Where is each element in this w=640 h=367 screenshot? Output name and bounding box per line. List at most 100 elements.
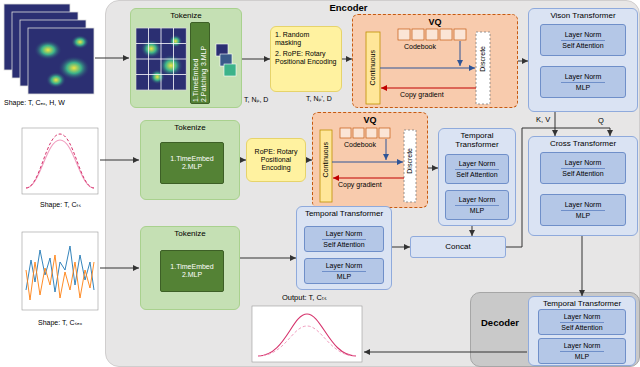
box-text: 2. RoPE: Rotary Positional Encoding <box>275 50 337 66</box>
box-title: Temporal Transformer <box>529 297 635 308</box>
layer-box: Layer NormSelf Attention <box>540 24 626 56</box>
plot-curve <box>258 326 356 356</box>
connector <box>428 168 438 169</box>
annotation: Copy gradient <box>400 91 444 99</box>
bar-label: Discrete <box>479 46 487 72</box>
gradient-arrow <box>333 178 404 179</box>
connector <box>240 258 296 259</box>
solar-plot <box>22 128 98 194</box>
tokenize-steps: 1.TimeEmbed2.MLP <box>160 142 224 184</box>
input-arrow <box>100 268 139 269</box>
output-arrow <box>364 352 527 353</box>
quantize-arrow <box>332 162 403 163</box>
box-text: Self Attention <box>562 41 603 50</box>
box-text: Layer Norm <box>322 262 367 272</box>
box-text: 2.MLP <box>182 271 202 279</box>
connector <box>555 112 556 136</box>
connector <box>240 160 246 161</box>
box-text: Layer Norm <box>561 159 606 169</box>
discrete-bar <box>476 32 490 104</box>
box-text: 1.TimeEmbed <box>192 59 200 102</box>
layer-box: Layer NormSelf Attention <box>540 152 626 184</box>
box-title: Tokenize <box>141 227 239 238</box>
masking-rope-box: 1. Random masking 2. RoPE: Rotary Positio… <box>270 26 342 92</box>
codebook-cell <box>353 128 364 138</box>
box-text: 1.TimeEmbed <box>170 263 213 271</box>
box-text: Layer Norm <box>560 342 605 352</box>
connector <box>242 59 270 60</box>
box-text: Self Attention <box>456 170 497 179</box>
step-list: 1.TimeEmbed2.Patching 3.MLP <box>192 24 207 102</box>
transformer-box: Cross TransformerLayer NormSelf Attentio… <box>528 136 638 236</box>
edge-label: K, V <box>536 116 550 124</box>
tokenize-box: Tokenize 1.TimeEmbed2.MLP <box>140 226 240 310</box>
connector <box>392 247 410 248</box>
plot-curve <box>26 140 94 188</box>
box-title: Cross Transformer <box>529 137 637 148</box>
exogenous-plot <box>22 232 98 310</box>
box-text: 1. Random masking <box>275 31 337 47</box>
annotation: T, Nₚ, D <box>244 96 268 104</box>
heatmap-frame <box>28 28 94 94</box>
patch-grid <box>136 28 236 90</box>
transformer-box: Temporal TransformerLayer NormSelf Atten… <box>528 296 636 366</box>
codebook-cell <box>340 128 351 138</box>
codebook-cell <box>412 29 424 40</box>
vq-illustration <box>320 29 490 202</box>
box-title: VQ <box>313 113 427 125</box>
codebook-cell <box>379 128 390 138</box>
box-title: Tokenize <box>131 9 241 20</box>
bar-label: Continuous <box>322 142 330 177</box>
output-plot <box>252 306 362 362</box>
plot-frame <box>22 128 98 194</box>
annotation: Codebook <box>404 43 436 51</box>
box-text: MLP <box>576 83 590 92</box>
codebook-cell <box>440 29 452 40</box>
tokenize-steps: 1.TimeEmbed2.MLP <box>160 250 224 292</box>
box-title: VQ <box>353 15 517 27</box>
quantize-arrow <box>380 68 475 69</box>
box-title: Vison Transformer <box>529 9 637 20</box>
decoder-panel: DecoderTemporal TransformerLayer NormSel… <box>470 292 640 367</box>
box-text: Layer Norm <box>455 196 500 206</box>
heatmap-stack <box>4 4 94 94</box>
plot-frame <box>22 232 98 310</box>
box-text: 3.MLP <box>200 46 208 66</box>
grid-lines <box>136 28 186 90</box>
connector <box>472 226 473 236</box>
connector <box>342 59 352 60</box>
continuous-bar <box>320 130 332 202</box>
box-text: MLP <box>576 211 590 220</box>
box-text: MLP <box>470 206 484 215</box>
connector <box>582 236 583 296</box>
annotation: Shape: T, Cₛₑₓ <box>38 319 82 327</box>
annotation: Copy gradient <box>338 181 382 189</box>
plot-curve <box>258 314 356 356</box>
box-text: 2.Patching <box>200 69 208 102</box>
box-text: Layer Norm <box>560 313 605 323</box>
input-arrow <box>95 58 129 59</box>
layer-box: Layer NormSelf Attention <box>304 226 384 252</box>
box-title: Tokenize <box>141 121 239 132</box>
connector <box>306 160 312 161</box>
annotation: Codebook <box>344 141 376 149</box>
heatmap-frame <box>136 28 186 90</box>
layer-box: Layer NormMLP <box>304 258 384 284</box>
box-text: Self Attention <box>323 240 364 249</box>
lookup-arrow <box>460 41 461 66</box>
input-arrow <box>100 160 139 161</box>
connector <box>518 61 528 62</box>
layer-box: Layer NormMLP <box>540 194 626 226</box>
rope-box: RoPE: Rotary Positional Encoding <box>246 138 306 182</box>
connector <box>506 128 610 247</box>
layer-box: Layer NormMLP <box>538 338 626 364</box>
transformer-box: Temporal TransformerLayer NormSelf Atten… <box>296 206 392 290</box>
box-text: Concat <box>445 242 470 251</box>
concat-box: Concat <box>410 236 506 258</box>
bar-label: Discrete <box>406 148 414 174</box>
box-title: Temporal Transformer <box>439 129 515 149</box>
annotation: T, Nₚ', D <box>306 95 332 103</box>
tokenize-box: Tokenize 1.TimeEmbed2.MLP <box>140 120 240 200</box>
edge-label: Q <box>598 117 604 125</box>
